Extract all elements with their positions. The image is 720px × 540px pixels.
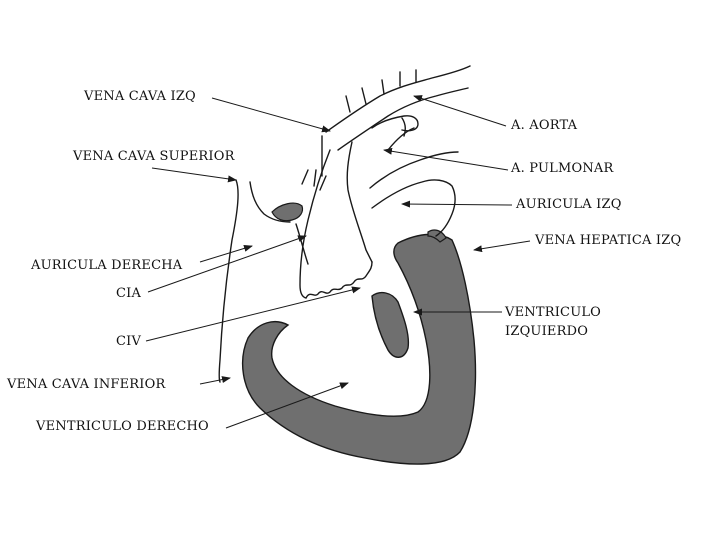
leader-auricula-derecha <box>199 245 253 263</box>
atrial-appendage <box>271 202 304 222</box>
leader-vena-hepatica-izq <box>473 240 531 253</box>
leader-cia <box>147 235 307 293</box>
ventricle-wall <box>241 229 477 465</box>
leader-lines <box>145 95 531 429</box>
label-ventriculo-izquierdo-2: IZQUIERDO <box>505 324 589 339</box>
label-pulmonar: A. PULMONAR <box>511 161 614 176</box>
leader-civ <box>145 286 361 342</box>
leader-aorta <box>413 95 507 127</box>
label-vena-cava-superior: VENA CAVA SUPERIOR <box>73 149 235 164</box>
label-vena-hepatica-izq: VENA HEPATICA IZQ <box>535 233 682 248</box>
label-ventriculo-izquierdo-1: VENTRICULO <box>505 305 602 320</box>
leader-ventriculo-derecho <box>225 382 349 429</box>
label-vena-cava-izq: VENA CAVA IZQ <box>84 89 196 104</box>
leader-vena-cava-izq <box>211 97 331 133</box>
label-ventriculo-derecho: VENTRICULO DERECHO <box>36 419 209 434</box>
label-civ: CIV <box>116 334 142 349</box>
label-aorta: A. AORTA <box>511 118 578 133</box>
leader-vena-cava-superior <box>151 167 237 183</box>
label-cia: CIA <box>116 286 142 301</box>
vessel-outlines <box>218 65 471 383</box>
leader-auricula-izq <box>401 200 513 208</box>
leader-vena-cava-inferior <box>199 376 231 385</box>
label-vena-cava-inferior: VENA CAVA INFERIOR <box>7 377 166 392</box>
label-auricula-derecha: AURICULA DERECHA <box>31 258 183 273</box>
label-auricula-izq: AURICULA IZQ <box>516 197 622 212</box>
leader-pulmonar <box>383 147 509 171</box>
